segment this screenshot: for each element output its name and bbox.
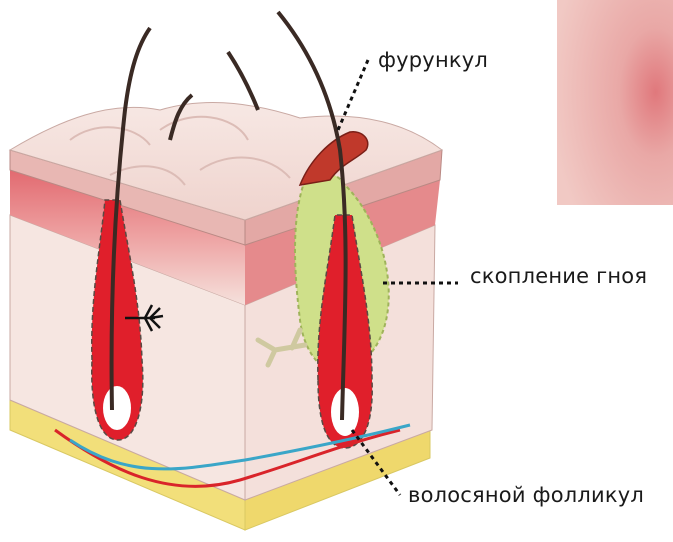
- hair-strand: [228, 52, 258, 110]
- follicle-label: волосяной фолликул: [408, 483, 644, 507]
- inset-skin-photo: [557, 0, 673, 205]
- furuncle-label: фурункул: [378, 48, 488, 72]
- pus-label: скопление гноя: [470, 264, 647, 288]
